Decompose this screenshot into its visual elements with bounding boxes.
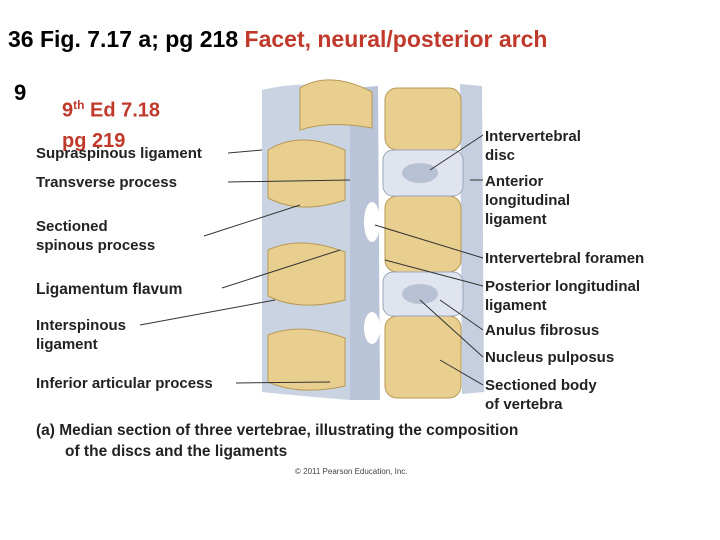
label-nucleus-pulposus: Nucleus pulposus [485, 349, 615, 366]
edition-suffix: th [73, 98, 85, 112]
nucleus-1 [402, 163, 438, 183]
spinous-process-1 [267, 139, 346, 208]
copyright-notice: © 2011 Pearson Education, Inc. [295, 467, 408, 476]
label-posterior-longitudinal-ligament: Posterior longitudinal ligament [485, 277, 640, 315]
label-anterior-line1: Anterior [485, 173, 544, 190]
caption-line2: of the discs and the ligaments [65, 443, 288, 460]
label-interspinous-line1: Interspinous [36, 317, 127, 334]
spinous-process-2 [267, 242, 346, 306]
title-number: 36 [8, 26, 34, 52]
label-anulus-fibrosus: Anulus fibrosus [485, 322, 600, 339]
ligamentum-band-shape [350, 86, 380, 400]
label-sectioned-spinous-line1: Sectioned [36, 218, 108, 235]
label-intervertebral-disc-line1: Intervertebral [485, 128, 581, 145]
label-sectioned-body: Sectioned body of vertebra [485, 376, 597, 414]
label-posterior-line2: ligament [485, 297, 547, 314]
label-ligamentum-flavum: Ligamentum flavum [36, 281, 183, 298]
label-anterior-longitudinal-ligament: Anterior longitudinal ligament [485, 172, 570, 229]
title-reference: Fig. 7.17 a; pg 218 [39, 26, 239, 52]
label-transverse-process: Transverse process [36, 174, 177, 191]
figure-caption: (a) Median section of three vertebrae, i… [36, 420, 518, 462]
foramen-1 [364, 202, 380, 242]
stray-character: 9 [14, 80, 27, 105]
edition-figure: Ed 7.18 [84, 99, 161, 122]
vertebral-body-1 [384, 87, 462, 151]
label-inferior-articular-process: Inferior articular process [36, 375, 213, 392]
anterior-ligament-shape [460, 84, 484, 394]
label-posterior-line1: Posterior longitudinal [485, 278, 641, 295]
vertebral-body-3 [384, 315, 462, 399]
label-anterior-line3: ligament [485, 211, 547, 228]
caption-line1: (a) Median section of three vertebrae, i… [36, 422, 519, 439]
edition-page: pg 219 [62, 129, 126, 152]
label-intervertebral-disc: Intervertebral disc [485, 127, 581, 165]
edition-number: 9 [62, 99, 74, 122]
title-topic: Facet, neural/posterior arch [244, 26, 548, 52]
label-intervertebral-disc-line2: disc [485, 147, 516, 164]
label-intervertebral-foramen: Intervertebral foramen [485, 250, 645, 267]
label-supraspinous-ligament: Supraspinous ligament [36, 145, 202, 162]
edition-reference: 9th Ed 7.18 pg 219 [62, 90, 160, 156]
label-interspinous-ligament: Interspinous ligament [36, 316, 126, 354]
vertebral-body-2 [384, 195, 462, 273]
label-sectioned-spinous: Sectioned spinous process [36, 217, 155, 255]
nucleus-2 [402, 284, 438, 304]
label-sectioned-spinous-line2: spinous process [36, 237, 156, 254]
articular-process-top [299, 79, 373, 131]
label-anterior-line2: longitudinal [485, 192, 570, 209]
slide-title: 36 Fig. 7.17 a; pg 218 Facet, neural/pos… [8, 26, 547, 53]
foramen-2 [364, 312, 380, 344]
spinous-process-3 [267, 328, 346, 391]
label-sectioned-body-line1: Sectioned body [485, 377, 597, 394]
label-sectioned-body-line2: of vertebra [485, 396, 563, 413]
label-interspinous-line2: ligament [36, 336, 98, 353]
